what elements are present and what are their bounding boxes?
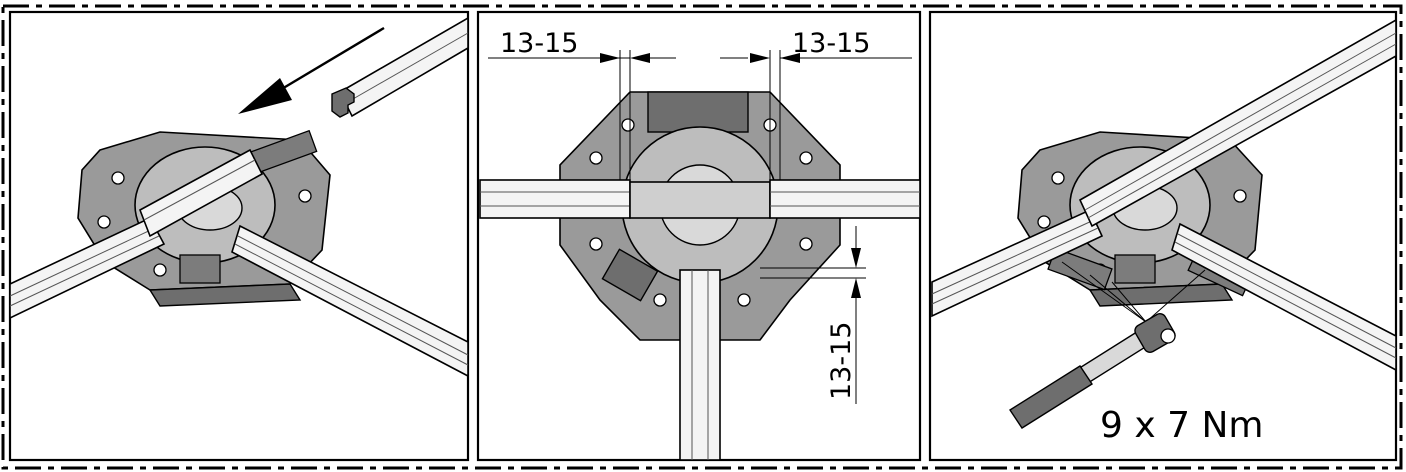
torque-wrench-icon: [1009, 313, 1176, 429]
incoming-profile: [331, 16, 469, 118]
dim-label-top-left: 13-15: [500, 28, 578, 59]
torque-label: 9 x 7 Nm: [1100, 405, 1263, 446]
profile-cross-section: [331, 87, 355, 118]
dimension-right-vertical: 13-15: [760, 226, 866, 404]
dimension-top-left: 13-15: [488, 28, 676, 180]
rail-left-lower: [9, 216, 166, 320]
panel-left: [8, 10, 470, 462]
rail-middle-center: [629, 181, 771, 219]
dimension-top-right: 13-15: [720, 28, 912, 180]
node-plate-right: [1017, 131, 1263, 307]
rail-middle-down: [679, 269, 721, 461]
rail-middle-left: [479, 179, 631, 219]
rail-left-upper: [139, 148, 264, 238]
rail-left-right: [231, 224, 469, 378]
rail-right-upper: [1078, 18, 1397, 228]
panel-right: 9 x 7 Nm: [928, 10, 1398, 462]
arrow-icon: [238, 26, 385, 114]
dim-label-right-vertical: 13-15: [826, 322, 857, 400]
rail-right-lower-right: [1171, 222, 1397, 372]
panel-middle: 13-15 13-15 13-15: [476, 10, 922, 462]
outer-frame: [1, 4, 1403, 470]
dim-label-top-right: 13-15: [792, 28, 870, 59]
rail-middle-right: [769, 179, 921, 219]
rail-right-lower-left: [931, 208, 1104, 318]
torque-indicator-lines: [1061, 261, 1206, 323]
